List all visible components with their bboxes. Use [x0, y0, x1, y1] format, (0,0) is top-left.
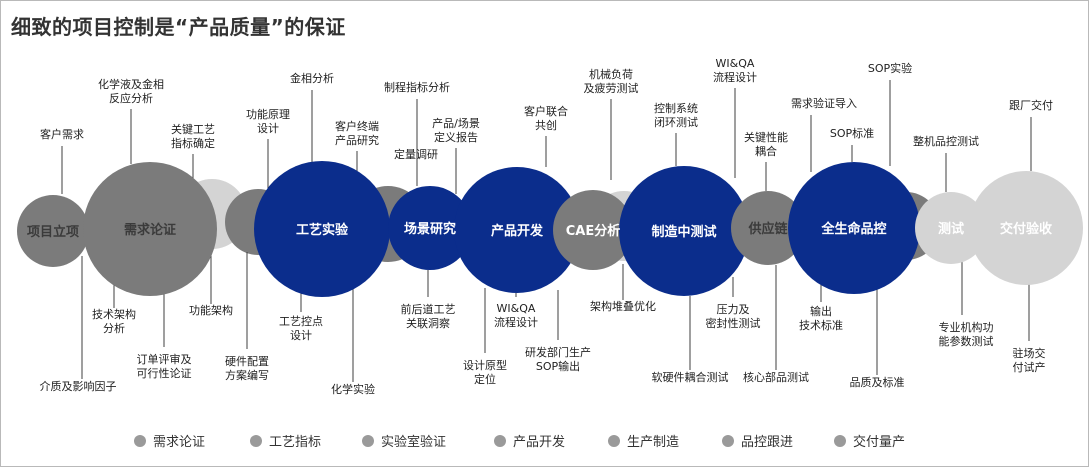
annotation-text: WI&QA [497, 302, 536, 315]
annotation-text: 功能原理 [246, 107, 290, 121]
annotation-text: 方案编写 [225, 368, 269, 382]
stage-label: 产品开发 [491, 223, 544, 239]
annotation-text: 软硬件耦合测试 [652, 370, 729, 384]
annotation-text: 输出 [810, 304, 832, 318]
annotation-text: 制程指标分析 [384, 80, 450, 94]
annotation-text: 及疲劳测试 [584, 81, 639, 95]
annotation-text: 介质及影响因子 [40, 380, 117, 393]
legend-dot [494, 435, 506, 447]
legend-label: 产品开发 [513, 434, 565, 450]
annotation-text: SOP实验 [868, 61, 912, 75]
stage-bubble [388, 186, 472, 270]
stage-bubble [254, 161, 390, 297]
annotation-text: 关键性能 [744, 130, 788, 144]
stage-label: 需求论证 [124, 222, 176, 238]
stage-bubble [619, 166, 749, 296]
legend-dot [834, 435, 846, 447]
legend-label: 交付量产 [853, 434, 905, 450]
diagram-title: 细致的项目控制是“产品质量”的保证 [11, 15, 346, 39]
stage-bubble [553, 190, 633, 270]
stage-bubble [83, 162, 217, 296]
annotation-text: 机械负荷 [589, 67, 633, 81]
legend-dot [134, 435, 146, 447]
annotation-text: 跟厂交付 [1009, 98, 1053, 112]
legend-label: 实验室验证 [381, 434, 446, 450]
annotation-text: 金相分析 [290, 71, 334, 85]
stage-bubble [454, 167, 580, 293]
legend-label: 生产制造 [627, 435, 679, 450]
annotation-text: 研发部门生产 [525, 345, 591, 359]
stage-label: CAE分析 [566, 223, 620, 239]
annotation-text: 指标确定 [171, 136, 215, 150]
stage-label: 供应链 [747, 221, 788, 237]
stage-bubble [17, 195, 89, 267]
annotation-text: 控制系统 [654, 101, 698, 115]
annotation-text: 共创 [535, 119, 557, 132]
annotation-text: 能参数测试 [939, 334, 994, 348]
annotation-text: 定位 [474, 372, 496, 386]
annotation-text: SOP输出 [536, 359, 580, 373]
stage-label: 测试 [938, 221, 964, 237]
annotation-text: 产品研究 [335, 133, 379, 147]
annotation-text: 闭环测试 [654, 116, 698, 129]
annotation-text: 付试产 [1013, 360, 1046, 374]
annotation-text: 客户联合 [524, 104, 568, 118]
annotation-text: 耦合 [755, 144, 777, 158]
stage-bubble [788, 162, 920, 294]
stage-bubble [969, 171, 1083, 285]
annotation-text: 前后道工艺 [401, 302, 456, 316]
annotation-text: 分析 [103, 321, 125, 335]
annotation-text: 设计 [290, 329, 312, 342]
annotation-text: 硬件配置 [225, 355, 269, 368]
annotation-text: 核心部品测试 [743, 370, 809, 384]
annotation-text: 技术标准 [799, 318, 843, 332]
stage-label: 项目立项 [27, 224, 79, 240]
annotation-text: 订单评审及 [137, 352, 192, 366]
annotation-text: 架构堆叠优化 [590, 299, 656, 313]
annotation-text: 整机品控测试 [913, 134, 979, 148]
annotation-text: 产品/场景 [432, 116, 480, 130]
stage-label: 工艺实验 [296, 222, 349, 238]
legend-label: 品控跟进 [741, 435, 793, 450]
annotation-text: 驻场交 [1013, 346, 1046, 360]
annotation-text: 专业机构功 [939, 320, 994, 334]
annotation-text: 功能架构 [189, 303, 233, 317]
legend-dot [608, 435, 620, 447]
legend-dot [250, 435, 262, 447]
annotation-text: 定义报告 [434, 130, 478, 144]
annotation-text: 压力及 [717, 303, 750, 316]
stage-label: 制造中测试 [651, 224, 716, 240]
annotation-text: WI&QA [716, 57, 755, 70]
stage-bubble [731, 191, 805, 265]
annotation-text: 设计 [257, 122, 279, 135]
annotation-text: 设计原型 [463, 358, 507, 372]
stage-bubble [915, 192, 987, 264]
legend-dot [362, 435, 374, 447]
annotation-text: 关联洞察 [406, 316, 450, 330]
annotation-text: 关键工艺 [171, 122, 215, 136]
legend-dot [722, 435, 734, 447]
stage-label: 交付验收 [1000, 221, 1053, 237]
annotation-text: 工艺控点 [279, 314, 323, 328]
annotation-text: 流程设计 [713, 70, 757, 84]
annotation-text: 客户终端 [335, 119, 379, 133]
annotation-text: 化学实验 [331, 382, 375, 396]
stage-label: 全生命品控 [820, 221, 886, 237]
annotation-text: 化学液及金相 [98, 77, 164, 91]
annotation-text: 品质及标准 [850, 375, 905, 389]
annotation-text: 需求验证导入 [791, 96, 857, 110]
annotation-text: 反应分析 [109, 91, 153, 105]
annotation-text: 可行性论证 [137, 366, 192, 380]
annotation-text: SOP标准 [830, 126, 874, 140]
annotation-text: 客户需求 [40, 127, 84, 141]
annotation-text: 定量调研 [394, 147, 438, 161]
legend-label: 工艺指标 [269, 435, 321, 450]
annotation-text: 密封性测试 [706, 316, 761, 330]
annotation-text: 技术架构 [92, 307, 136, 321]
stage-label: 场景研究 [404, 221, 456, 237]
annotation-text: 流程设计 [494, 315, 538, 329]
legend-label: 需求论证 [153, 435, 205, 450]
